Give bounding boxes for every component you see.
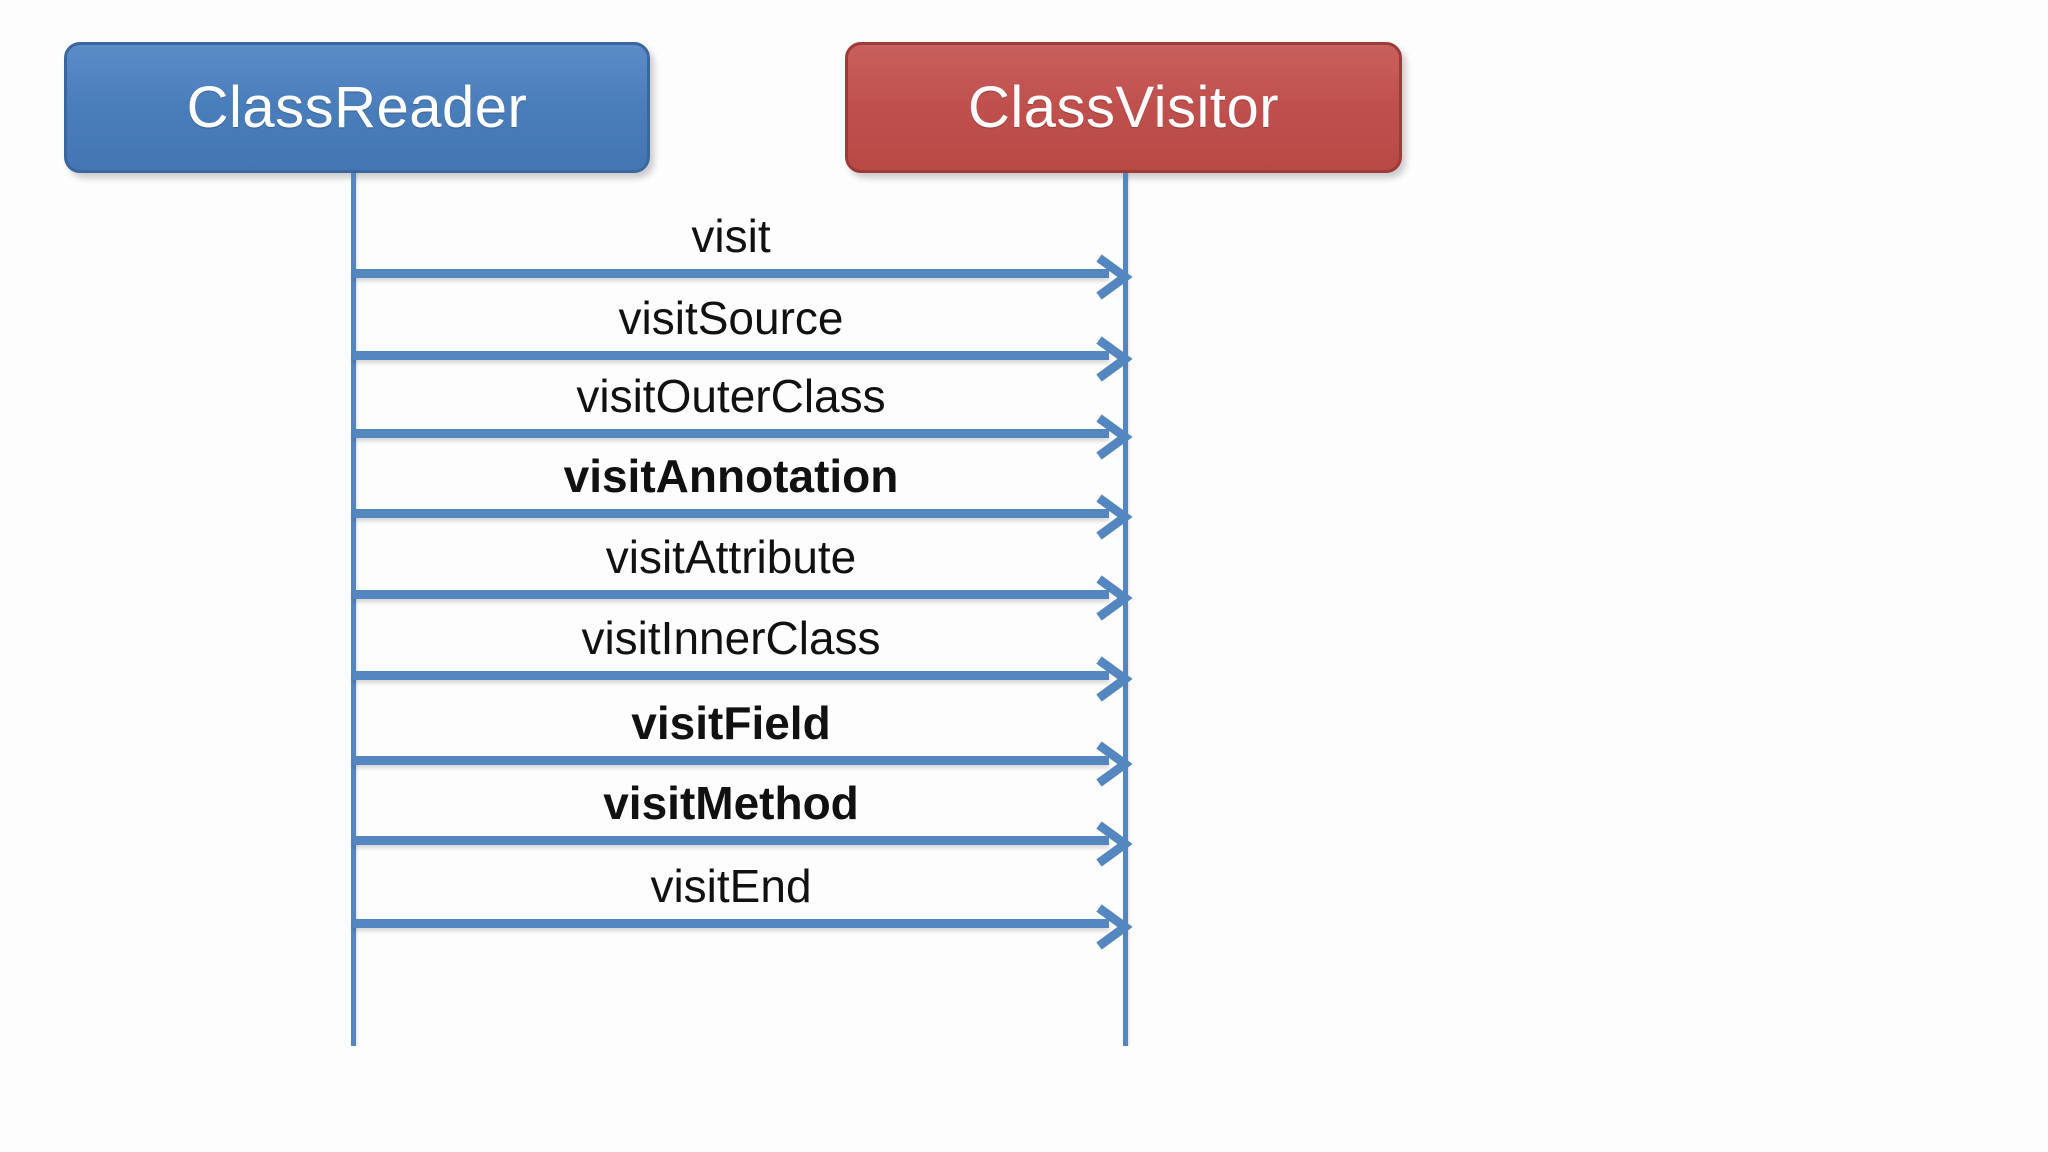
participant-box-class-visitor[interactable]: ClassVisitor xyxy=(845,42,1402,173)
message-line xyxy=(353,919,1109,928)
message-label: visitInnerClass xyxy=(581,612,881,664)
arrowhead-icon xyxy=(1091,494,1137,540)
participant-label-class-reader: ClassReader xyxy=(186,75,528,140)
arrowhead-icon xyxy=(1091,821,1137,867)
message-label: visitMethod xyxy=(603,777,859,829)
lifeline-class-reader xyxy=(351,173,356,1046)
lifeline-class-visitor xyxy=(1123,173,1128,1046)
message-line xyxy=(353,429,1109,438)
message-label: visitField xyxy=(631,697,831,749)
message-line xyxy=(353,671,1109,680)
arrowhead-icon xyxy=(1091,575,1137,621)
message-line xyxy=(353,590,1109,599)
message-line xyxy=(353,351,1109,360)
arrowhead-icon xyxy=(1091,904,1137,950)
arrowhead-icon xyxy=(1091,254,1137,300)
arrowhead-icon xyxy=(1091,336,1137,382)
arrowhead-icon xyxy=(1091,656,1137,702)
message-label: visitAnnotation xyxy=(563,450,899,502)
message-line xyxy=(353,756,1109,765)
message-line xyxy=(353,509,1109,518)
message-label: visit xyxy=(691,210,771,262)
message-label: visitEnd xyxy=(650,860,812,912)
participant-label-class-visitor: ClassVisitor xyxy=(967,75,1280,140)
message-label: visitAttribute xyxy=(605,531,857,583)
arrowhead-icon xyxy=(1091,741,1137,787)
message-label: visitSource xyxy=(618,292,844,344)
arrowhead-icon xyxy=(1091,414,1137,460)
message-line xyxy=(353,836,1109,845)
message-label: visitOuterClass xyxy=(576,370,886,422)
message-line xyxy=(353,269,1109,278)
participant-box-class-reader[interactable]: ClassReader xyxy=(64,42,650,173)
